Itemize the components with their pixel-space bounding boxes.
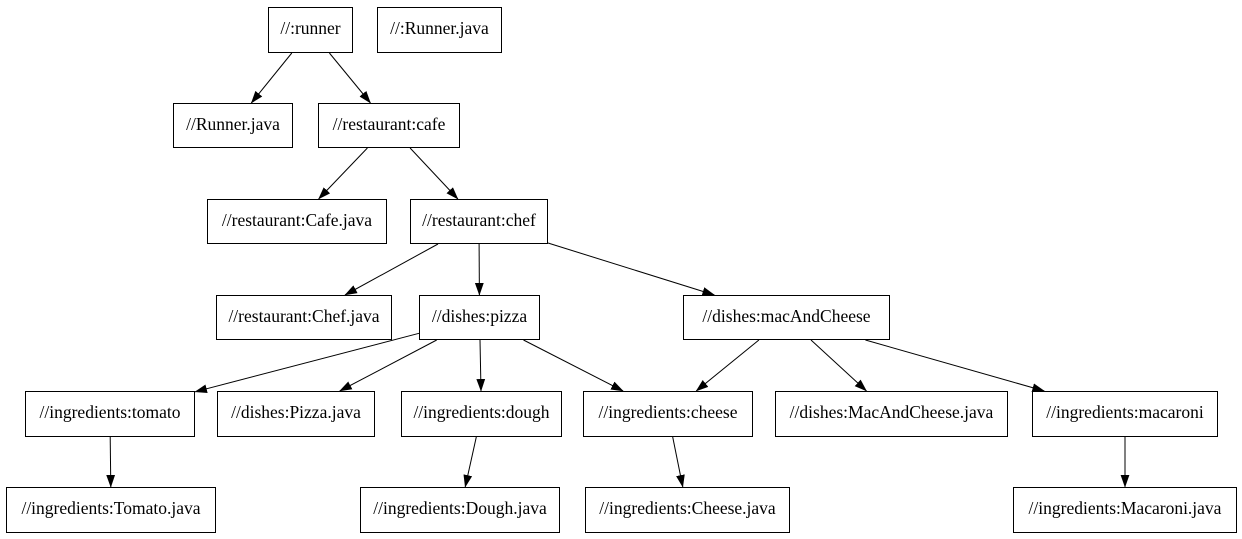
graph-node-dough: //ingredients:dough [401, 391, 562, 437]
graph-node-runner-java: //Runner.java [173, 103, 293, 148]
graph-node-label: //ingredients:Tomato.java [21, 498, 201, 519]
graph-node-macaroni: //ingredients:macaroni [1032, 391, 1218, 437]
graph-node-label: //ingredients:macaroni [1046, 402, 1204, 423]
graph-node-tomato-java: //ingredients:Tomato.java [6, 487, 216, 533]
graph-node-label: //ingredients:Macaroni.java [1028, 498, 1222, 519]
graph-node-cheese-java: //ingredients:Cheese.java [585, 487, 790, 533]
edge-pizza-to-dough [476, 339, 486, 392]
graph-node-label: //restaurant:Cafe.java [221, 209, 373, 230]
graph-node-cafe: //restaurant:cafe [318, 103, 460, 148]
graph-node-label: //restaurant:chef [422, 209, 536, 230]
graph-node-chef: //restaurant:chef [410, 199, 548, 244]
edge-cheese-to-cheese-java [672, 436, 685, 488]
graph-node-runner: //:runner [268, 7, 353, 53]
graph-node-tomato: //ingredients:tomato [25, 391, 195, 437]
graph-node-mac-java: //dishes:MacAndCheese.java [775, 391, 1008, 437]
edge-runner-to-cafe [329, 52, 371, 104]
edge-cafe-to-chef [409, 147, 459, 200]
graph-node-label: //ingredients:cheese [598, 402, 738, 423]
graph-node-label: //dishes:MacAndCheese.java [789, 402, 994, 423]
edge-pizza-to-tomato [194, 332, 420, 394]
graph-node-label: //ingredients:tomato [39, 402, 181, 423]
edge-runner-to-runner-java [250, 52, 293, 104]
graph-node-mac-and-cheese: //dishes:macAndCheese [683, 295, 890, 340]
graph-node-pizza-java: //dishes:Pizza.java [217, 391, 375, 437]
graph-node-label: //restaurant:cafe [332, 113, 446, 134]
graph-node-macaroni-java: //ingredients:Macaroni.java [1013, 487, 1237, 533]
graph-node-label: //Runner.java [186, 113, 280, 134]
edge-dough-to-dough-java [463, 436, 477, 488]
graph-node-label: //ingredients:Dough.java [373, 498, 547, 519]
graph-node-label: //ingredients:dough [413, 402, 550, 423]
edge-tomato-to-tomato-java [106, 436, 116, 488]
graph-node-pizza: //dishes:pizza [419, 295, 540, 340]
graph-node-label: //dishes:Pizza.java [231, 402, 361, 423]
graph-node-chef-java: //restaurant:Chef.java [216, 295, 392, 340]
graph-node-cheese: //ingredients:cheese [583, 391, 753, 437]
graph-node-label: //dishes:macAndCheese [702, 305, 871, 326]
graph-node-label: //:Runner.java [390, 18, 489, 39]
edge-pizza-to-cheese [523, 339, 624, 392]
edge-mac-and-cheese-to-macaroni [865, 339, 1045, 392]
edge-pizza-to-pizza-java [339, 339, 437, 392]
graph-node-dough-java: //ingredients:Dough.java [360, 487, 560, 533]
edge-mac-and-cheese-to-mac-java [810, 339, 867, 392]
graph-node-label: //restaurant:Chef.java [228, 305, 380, 326]
edge-chef-to-chef-java [344, 243, 439, 296]
graph-node-runner-java-top: //:Runner.java [377, 7, 502, 53]
graph-node-label: //ingredients:Cheese.java [599, 498, 776, 519]
edge-cafe-to-cafe-java [318, 147, 368, 200]
graph-node-cafe-java: //restaurant:Cafe.java [207, 199, 387, 244]
edge-chef-to-mac-and-cheese [547, 242, 715, 296]
graph-node-label: //:runner [280, 18, 341, 39]
graph-node-label: //dishes:pizza [431, 305, 528, 326]
edge-mac-and-cheese-to-cheese [695, 339, 760, 392]
